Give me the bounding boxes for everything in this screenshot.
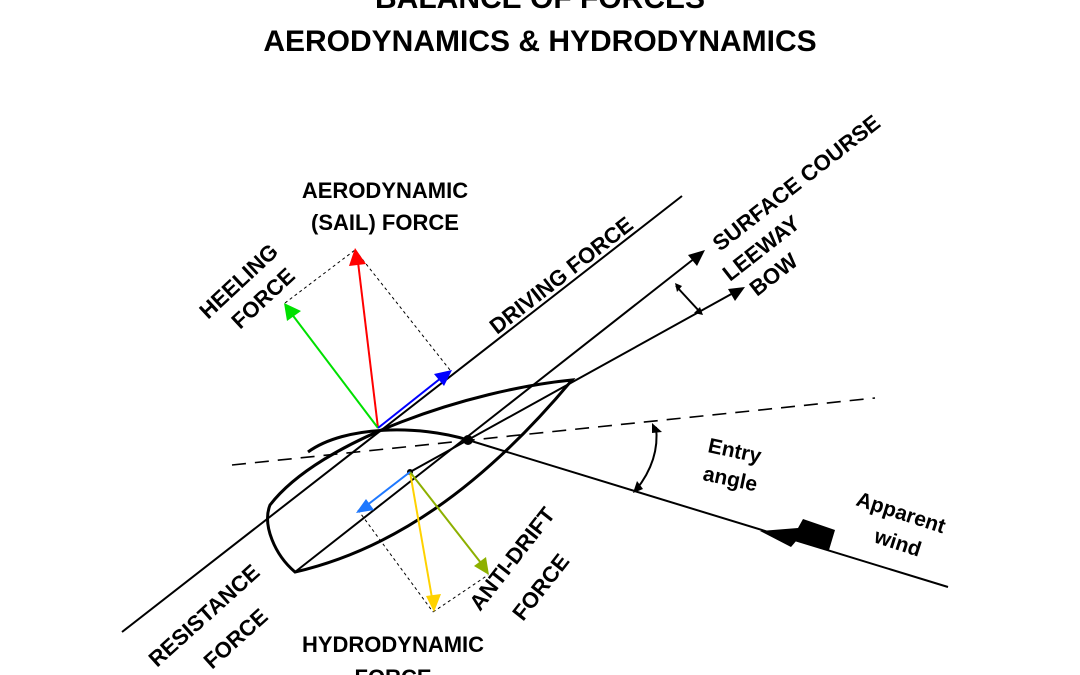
title-line2: AERODYNAMICS & HYDRODYNAMICS bbox=[263, 25, 816, 58]
surface-course-arrowhead bbox=[688, 250, 705, 266]
anti-drift-force-arrowhead bbox=[474, 557, 489, 575]
hydrodynamic-force-arrowhead bbox=[426, 594, 441, 612]
surface-course-line bbox=[294, 257, 696, 573]
hydro-construction-line-2 bbox=[432, 574, 489, 613]
heeling-force-arrow-shaft bbox=[290, 312, 379, 429]
label-hydrodynamic-line2: FORCE bbox=[355, 665, 432, 675]
label-apparent-line2: wind bbox=[871, 525, 925, 562]
aero-construction-line-1 bbox=[284, 249, 356, 304]
hull bbox=[266, 378, 576, 574]
driving-force-line bbox=[121, 195, 683, 633]
leeway-arc-tip-bottom bbox=[694, 307, 703, 315]
apparent-wind-arrow bbox=[760, 519, 835, 550]
label-hydrodynamic-line1: HYDRODYNAMIC bbox=[302, 632, 484, 657]
wind-reference-line bbox=[231, 397, 876, 466]
bow-line bbox=[409, 291, 736, 473]
label-aerodynamic-line2: (SAIL) FORCE bbox=[311, 210, 459, 235]
hydro-construction-line-1 bbox=[357, 509, 434, 613]
entry-arc-tip-top bbox=[652, 423, 662, 433]
aerodynamic-force-arrow-shaft bbox=[357, 261, 379, 429]
hydrodynamic-force-arrow-shaft bbox=[409, 471, 433, 599]
resistance-force-arrow-shaft bbox=[365, 471, 411, 507]
label-entry-line1: Entry bbox=[706, 434, 764, 468]
center-of-effort-point bbox=[463, 435, 473, 445]
label-aerodynamic-line1: AERODYNAMIC bbox=[302, 178, 468, 203]
apparent-wind-line bbox=[467, 439, 949, 588]
driving-force-arrowhead bbox=[434, 370, 452, 386]
aerodynamic-force-arrowhead bbox=[349, 248, 366, 266]
driving-force-arrow-shaft bbox=[377, 377, 442, 429]
aero-construction-line-2 bbox=[354, 249, 451, 371]
anti-drift-force-arrow-shaft bbox=[409, 471, 482, 564]
entry-angle-arc bbox=[635, 426, 658, 491]
sail bbox=[307, 428, 469, 454]
leeway-angle-arc bbox=[675, 285, 701, 313]
heeling-force-arrowhead bbox=[284, 303, 301, 321]
resistance-force-arrowhead bbox=[356, 499, 374, 513]
leeway-arc-tip-top bbox=[675, 283, 682, 292]
bow-arrowhead bbox=[728, 287, 745, 301]
label-apparent-line1: Apparent bbox=[853, 488, 948, 538]
label-entry-line2: angle bbox=[701, 462, 759, 496]
entry-arc-tip-bottom bbox=[633, 481, 643, 493]
